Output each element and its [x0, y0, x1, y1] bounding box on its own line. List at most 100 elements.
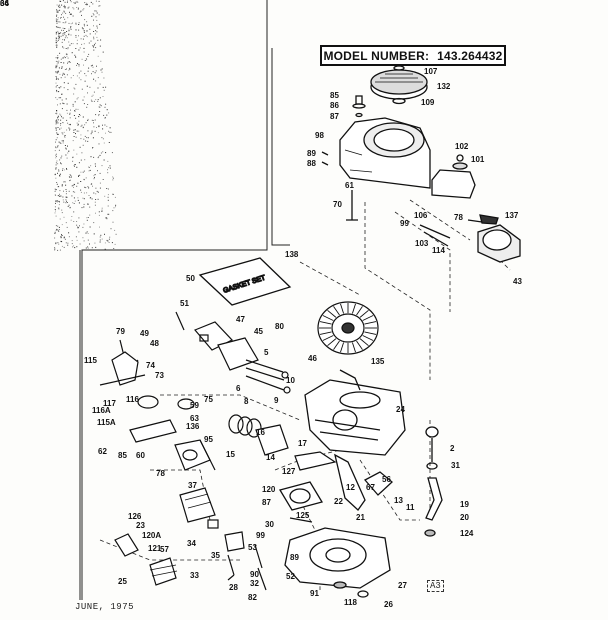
part-callout: 14 [266, 453, 275, 462]
dipstick-tube [424, 426, 443, 537]
part-callout: 60 [136, 451, 145, 460]
part-callout: 67 [366, 483, 375, 492]
part-callout: 80 [275, 322, 284, 331]
part-callout: 26 [384, 600, 393, 609]
part-callout: 115A [97, 418, 116, 427]
carburetor-group [99, 311, 337, 471]
part-callout: 82 [248, 593, 257, 602]
part-callout: 116 [126, 395, 139, 404]
flywheel-fin [359, 338, 369, 347]
gasket-set-card: GASKET SET [198, 257, 292, 306]
part-callout: 36 [0, 0, 9, 8]
scan-noise [54, 0, 117, 251]
part-callout: 32 [250, 579, 259, 588]
part-callout: 86 [330, 101, 339, 110]
part-callout: 22 [334, 497, 343, 506]
upper-assembly [321, 65, 521, 263]
part-callout: 121 [148, 544, 162, 553]
panel-borders [79, 0, 290, 600]
part-callout: 62 [98, 447, 107, 456]
part-callout: 135 [371, 357, 385, 366]
part-callout: 53 [248, 543, 257, 552]
part-callout: 37 [188, 481, 197, 490]
part-callout: 89 [307, 149, 316, 158]
part-callout: 136 [186, 422, 200, 431]
part-callout: 23 [136, 521, 145, 530]
flywheel-fin [319, 331, 332, 335]
part-callout: 78 [156, 469, 165, 478]
model-number-label: MODEL NUMBER: [323, 48, 430, 63]
part-callout: 101 [471, 155, 485, 164]
flywheel-fin [333, 340, 340, 350]
part-callout: 99 [400, 219, 409, 228]
flywheel-fin [340, 342, 345, 353]
part-callout: 106 [414, 211, 428, 220]
part-callout: 127 [282, 467, 296, 476]
footer-date: JUNE, 1975 [75, 602, 135, 612]
part-callout: 85 [330, 91, 339, 100]
part-callout: 10 [286, 376, 295, 385]
flywheel-fin [333, 306, 340, 316]
part-callout: 95 [204, 435, 213, 444]
flywheel-fin [351, 303, 356, 314]
part-callout: 64 [0, 0, 9, 8]
dashed-leader-lines [99, 199, 511, 590]
model-number-box: MODEL NUMBER: 143.264432 [320, 45, 506, 66]
part-callout: 98 [315, 131, 324, 140]
part-callout: 25 [118, 577, 127, 586]
part-callout: 28 [229, 583, 238, 592]
part-callout: 85 [118, 451, 127, 460]
part-callout: 59 [190, 401, 199, 410]
part-callout: 9 [274, 396, 279, 405]
air-cleaner-group [114, 487, 267, 591]
part-callout: 13 [394, 496, 403, 505]
part-callout: 49 [140, 329, 149, 338]
part-callout: 43 [513, 277, 522, 286]
flywheel-fin [327, 309, 337, 318]
part-callout: 75 [204, 395, 213, 404]
part-callout: 115 [84, 356, 97, 365]
crankshaft-group [278, 453, 393, 523]
flywheel-fin [327, 338, 337, 347]
part-callout: 125 [296, 511, 310, 520]
part-callout: 107 [424, 67, 438, 76]
part-callout: 109 [421, 98, 435, 107]
part-callout: 27 [398, 581, 407, 590]
part-callout: 19 [460, 500, 469, 509]
part-callout: 20 [460, 513, 469, 522]
part-callout: 87 [330, 112, 339, 121]
part-callout: 103 [415, 239, 429, 248]
part-callout: 79 [116, 327, 125, 336]
flywheel-fin [359, 309, 369, 318]
part-callout: 88 [307, 159, 316, 168]
engine-block [304, 369, 406, 456]
part-callout: 138 [285, 250, 299, 259]
flywheel-fin [364, 321, 377, 325]
part-callout: 52 [286, 572, 295, 581]
part-callout: 120A [142, 531, 162, 540]
part-callout: 56 [382, 475, 391, 484]
part-callout: 70 [333, 200, 342, 209]
part-callout: 12 [346, 483, 355, 492]
part-callout: 90 [250, 570, 259, 579]
part-callout: 21 [356, 513, 365, 522]
flywheel-fin [356, 306, 363, 316]
part-callout: 6 [236, 384, 241, 393]
part-callout: 132 [437, 82, 451, 91]
part-callout: 78 [454, 213, 463, 222]
flywheel-fin [322, 315, 334, 321]
part-callout: 15 [226, 450, 235, 459]
part-callout: 16 [256, 428, 265, 437]
part-callout: 24 [396, 405, 405, 414]
flywheel-fin [362, 315, 374, 321]
part-callout: 57 [160, 545, 169, 554]
part-callout: 137 [505, 211, 519, 220]
part-callout: 30 [265, 520, 274, 529]
part-callout: 74 [146, 361, 155, 370]
part-callout: 8 [244, 397, 249, 406]
flywheel-fin [356, 340, 363, 350]
flywheel-fin [340, 303, 345, 314]
part-callout: 61 [345, 181, 354, 190]
part-callout: 87 [262, 498, 271, 507]
